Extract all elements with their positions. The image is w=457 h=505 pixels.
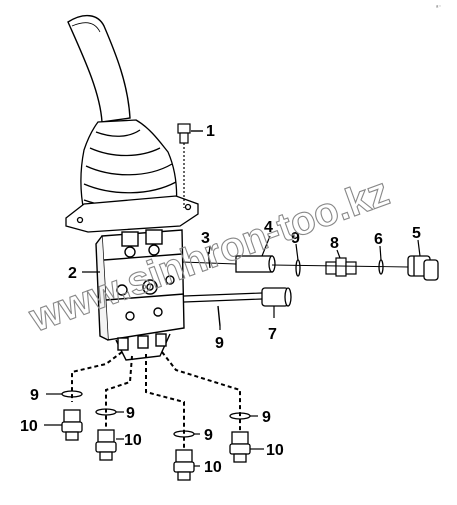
mounting-flange (65, 195, 199, 233)
callout-5: 5 (412, 225, 421, 242)
fitting-10-a (61, 409, 83, 441)
callout-10-b: 10 (124, 432, 142, 449)
callout-9-d: 9 (262, 409, 271, 426)
callout-10-c: 10 (204, 459, 222, 476)
callout-9-b: 9 (126, 405, 135, 422)
pin-9-lower (217, 305, 221, 327)
hose-lines (71, 351, 241, 450)
callout-9-a: 9 (30, 387, 39, 404)
callout-10-d: 10 (266, 442, 284, 459)
pin-3 (207, 251, 211, 269)
callout-4: 4 (264, 219, 273, 236)
callout-labels: 1 2 3 4 9 8 6 5 9 7 9 9 9 9 10 10 10 10 (20, 123, 421, 476)
fitting-10-c (173, 449, 195, 481)
callout-10-a: 10 (20, 418, 38, 435)
orings-9-lower (61, 390, 251, 438)
callout-9-lower: 9 (215, 335, 224, 352)
shaft-lower (183, 292, 263, 303)
callout-8: 8 (330, 235, 339, 252)
callout-2: 2 (68, 265, 77, 282)
callout-3: 3 (201, 230, 210, 247)
fitting-10-b (95, 429, 117, 461)
oring-9-right (295, 259, 301, 277)
callout-1: 1 (206, 123, 215, 140)
valve-body (95, 229, 185, 361)
bolt-1 (177, 123, 203, 208)
callout-6: 6 (374, 231, 383, 248)
joystick-handle (67, 15, 131, 123)
fittings-10 (61, 409, 251, 481)
corner-mark: ᵃ⁻ (436, 5, 441, 11)
leader-lines (44, 235, 421, 467)
callout-7: 7 (268, 326, 277, 343)
callout-9-right: 9 (291, 230, 300, 247)
assembly-axis-right (271, 264, 409, 268)
cap-7 (261, 287, 292, 307)
elbow-5 (407, 255, 439, 281)
fitting-8 (325, 257, 357, 277)
assembly-axis-upper (181, 261, 237, 265)
fitting-10-d (229, 431, 251, 463)
callout-9-c: 9 (204, 427, 213, 444)
